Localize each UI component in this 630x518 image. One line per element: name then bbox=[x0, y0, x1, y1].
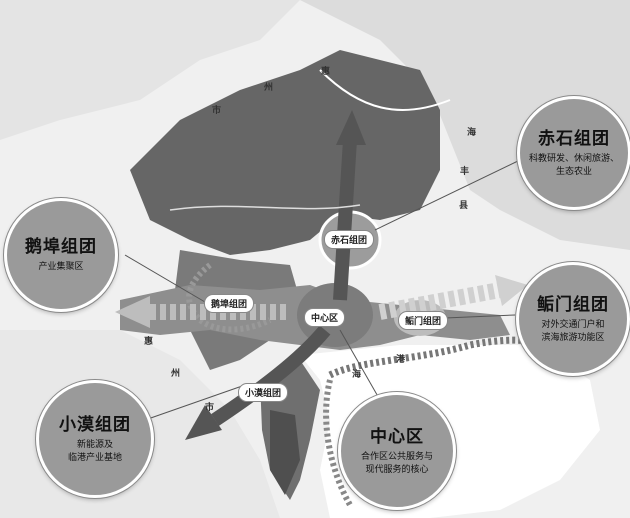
callout-title: 鹅埠组团 bbox=[25, 237, 97, 257]
callout-desc: 滨海旅游功能区 bbox=[541, 332, 605, 343]
callout-epu: 鹅埠组团 产业集聚区 bbox=[4, 198, 118, 312]
place-char: 市 bbox=[205, 403, 215, 413]
callout-desc: 生态农业 bbox=[555, 166, 592, 177]
zhumen-leader-line bbox=[444, 314, 516, 319]
map-label-xiaomo: 小漠组团 bbox=[238, 383, 289, 402]
callout-title: 赤石组团 bbox=[538, 128, 610, 149]
place-char: 海 bbox=[467, 128, 477, 138]
callout-desc: 合作区公共服务与 bbox=[360, 451, 433, 462]
callout-desc: 对外交通门户和 bbox=[541, 319, 605, 330]
epu-leader-line bbox=[124, 254, 206, 303]
callout-zhumen: 鲘门组团 对外交通门户和 滨海旅游功能区 bbox=[516, 262, 630, 376]
coastal-road-south bbox=[323, 379, 353, 507]
place-char: 市 bbox=[212, 106, 222, 116]
zhongxin-leader-line bbox=[339, 329, 381, 401]
callout-title: 小漠组团 bbox=[59, 414, 131, 435]
place-char: 县 bbox=[459, 201, 469, 211]
road-north bbox=[319, 69, 451, 111]
place-char: 港 bbox=[396, 355, 406, 365]
map-label-epu: 鹅埠组团 bbox=[204, 294, 255, 313]
east-axis bbox=[378, 282, 502, 320]
callout-xiaomo: 小漠组团 新能源及 临港产业基地 bbox=[36, 380, 154, 498]
epu-loop-road bbox=[186, 262, 272, 333]
callout-chishi: 赤石组团 科教研发、休闲旅游、 生态农业 bbox=[517, 96, 630, 210]
callout-desc: 科教研发、休闲旅游、 bbox=[528, 153, 619, 164]
callout-title: 中心区 bbox=[370, 426, 424, 447]
peninsula-core bbox=[270, 410, 300, 495]
map-label-zhongxin: 中心区 bbox=[304, 308, 346, 327]
southwest-axis bbox=[211, 325, 331, 426]
callout-title: 鲘门组团 bbox=[537, 294, 609, 315]
callout-desc: 临港产业基地 bbox=[67, 452, 122, 463]
xiaomo-leader-line bbox=[144, 384, 246, 421]
north-axis-arrowhead bbox=[336, 110, 366, 145]
east-axis-arrowhead bbox=[495, 275, 528, 306]
callout-desc: 产业集聚区 bbox=[38, 262, 84, 272]
road-mid bbox=[169, 204, 361, 211]
chishi-leader-line bbox=[374, 159, 521, 231]
place-char: 海 bbox=[352, 370, 362, 380]
place-char: 惠 bbox=[321, 67, 331, 77]
place-char: 惠 bbox=[144, 337, 154, 347]
north-axis bbox=[333, 139, 357, 301]
place-char: 丰 bbox=[460, 167, 470, 177]
callout-desc: 新能源及 bbox=[76, 439, 113, 450]
hills-northwest bbox=[0, 0, 300, 140]
callout-desc: 现代服务的核心 bbox=[365, 464, 429, 475]
map-label-zhumen: 鲘门组团 bbox=[398, 311, 449, 330]
west-axis-arrowhead bbox=[115, 296, 150, 328]
southwest-axis-arrowhead bbox=[185, 405, 222, 440]
map-label-chishi: 赤石组团 bbox=[324, 230, 375, 249]
place-char: 州 bbox=[171, 369, 181, 379]
place-char: 州 bbox=[264, 83, 274, 93]
callout-zhongxin: 中心区 合作区公共服务与 现代服务的核心 bbox=[338, 392, 456, 510]
